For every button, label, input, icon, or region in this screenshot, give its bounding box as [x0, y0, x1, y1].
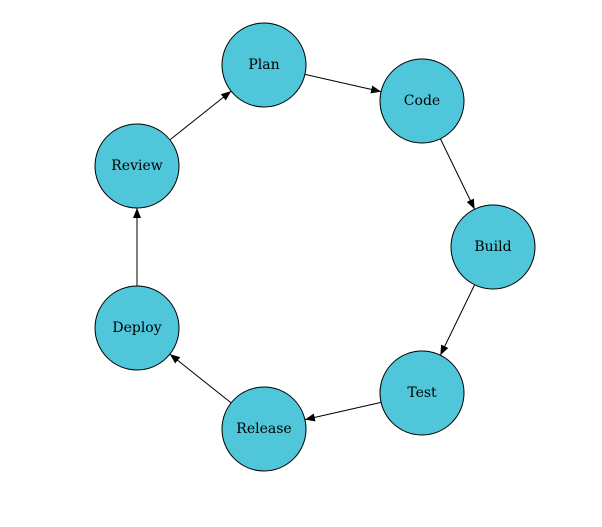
node-build: Build [450, 204, 536, 290]
edge-release-to-deploy [169, 353, 232, 404]
edge-test-to-release [304, 401, 382, 422]
node-deploy: Deploy [94, 285, 180, 371]
node-release: Release [221, 386, 307, 472]
node-code: Code [379, 58, 465, 144]
edge-code-to-build [439, 138, 476, 210]
edge-plan-to-code [304, 73, 382, 94]
node-circle-code [379, 58, 465, 144]
node-circle-review [94, 123, 180, 209]
node-test: Test [379, 350, 465, 436]
node-plan: Plan [221, 22, 307, 108]
node-circle-build [450, 204, 536, 290]
node-label-plan: Plan [248, 57, 279, 73]
node-label-code: Code [404, 93, 440, 109]
node-label-review: Review [111, 158, 162, 174]
node-label-deploy: Deploy [112, 320, 161, 336]
node-circle-plan [221, 22, 307, 108]
node-review: Review [94, 123, 180, 209]
node-label-test: Test [407, 385, 437, 401]
node-label-release: Release [236, 421, 291, 437]
node-circle-release [221, 386, 307, 472]
node-circle-test [379, 350, 465, 436]
edges [133, 73, 476, 422]
node-circle-deploy [94, 285, 180, 371]
edge-build-to-test [439, 284, 476, 356]
node-label-build: Build [474, 239, 511, 255]
edge-review-to-plan [169, 90, 232, 141]
